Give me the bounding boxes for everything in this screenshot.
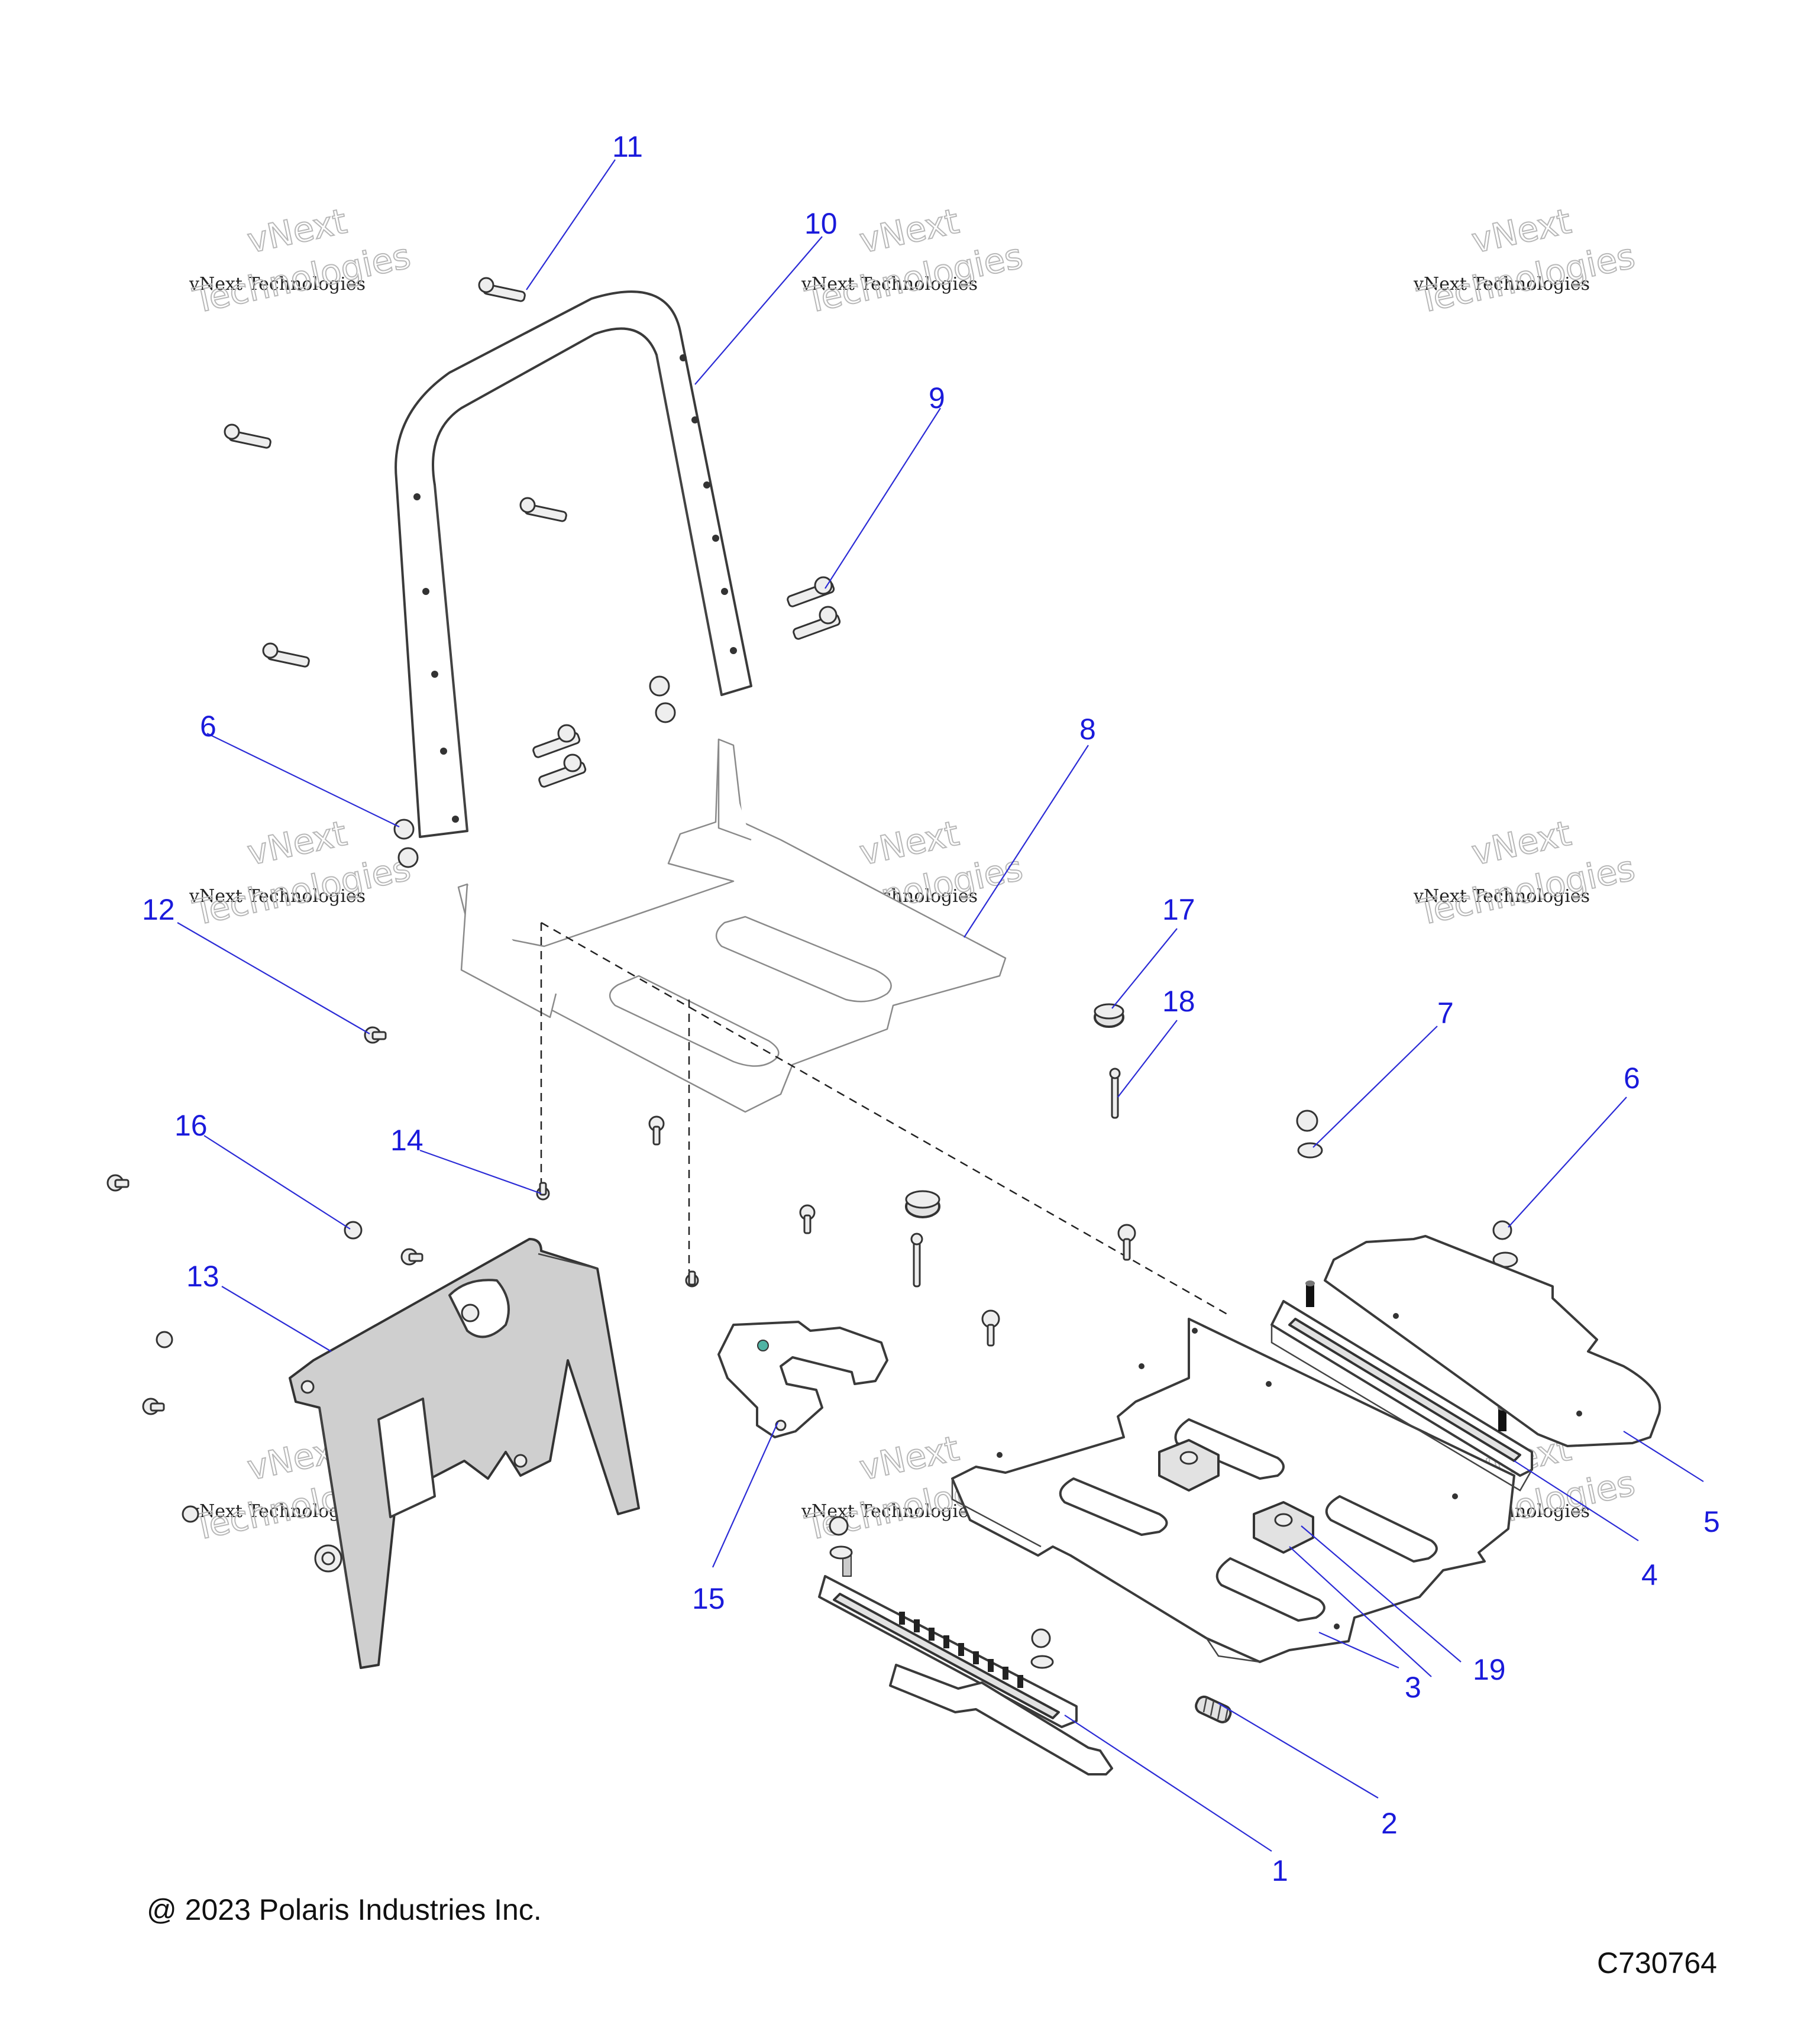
drawing-number: C730764 [1597,1946,1717,1980]
nut [156,1331,173,1348]
callout-10: 10 [804,207,838,240]
bolt [224,423,271,449]
callout-8: 8 [1079,713,1096,746]
watermark: vNext vNext Technologies Technologies [1413,813,1639,934]
watermark: vNext vNext Technologies Technologies [189,813,415,934]
alignment-lines [540,921,1231,1317]
svg-text:vNext Technologies: vNext Technologies [1413,886,1590,907]
callout-11: 11 [612,130,643,163]
svg-text:vNext Technologies: vNext Technologies [801,274,978,295]
callout-15: 15 [692,1582,725,1615]
nut [1030,1628,1054,1669]
callout-4: 4 [1641,1558,1658,1592]
bolts-group-upper [224,277,841,868]
callout-14: 14 [390,1124,423,1157]
screw-12 [364,1026,387,1044]
leader-lines [177,159,1704,1852]
lower-seat-base [951,1318,1515,1663]
callout-18: 18 [1162,985,1195,1018]
nut-7 [1296,1110,1323,1159]
screw [648,1115,665,1146]
rivet-18 [1109,1068,1121,1119]
nut [649,675,676,723]
callout-12: 12 [142,893,175,926]
rail-stud [1305,1280,1315,1307]
callout-7: 7 [1437,997,1454,1030]
bolt-11 [478,277,526,302]
callout-13: 13 [186,1260,219,1293]
screw [1117,1224,1136,1261]
bolt [519,497,567,522]
screw [106,1174,130,1192]
callout-9: 9 [929,381,945,415]
spring [1195,1695,1232,1723]
bolt [262,642,310,668]
copyright-notice: @ 2023 Polaris Industries Inc. [147,1893,542,1926]
bolt-9a [787,576,835,607]
upper-seat-pan [457,738,1007,1113]
rubber-bumper-17 [1094,1003,1124,1028]
watermark: vNext vNext Technologies Technologies [801,200,1027,322]
right-cover-plate [1324,1235,1661,1447]
nut-6a [393,819,419,868]
fasteners-left [106,1026,423,1523]
callout-labels: 11 10 9 8 6 12 17 18 7 6 16 14 13 15 3 1… [142,130,1720,1887]
callout-16: 16 [174,1109,208,1142]
rivet [910,1233,923,1288]
watermark-line2: vNext Technologies [189,274,366,295]
svg-text:vNext Technologies: vNext Technologies [801,1501,978,1522]
callout-2: 2 [1381,1807,1398,1840]
screw [799,1204,816,1234]
bolt [532,724,581,758]
side-bracket [289,1238,640,1669]
callout-1: 1 [1272,1854,1288,1887]
nut [182,1505,199,1523]
svg-text:vNext Technologies: vNext Technologies [1413,274,1590,295]
callout-6b: 6 [1624,1062,1640,1095]
callout-3: 3 [1405,1671,1421,1704]
watermark: vNext vNext Technologies Technologies [189,200,415,322]
rail-teeth [899,1612,1023,1688]
frame-holes [413,354,737,823]
left-slide-rail [818,1516,1113,1775]
screw [142,1398,165,1415]
fasteners-middle [536,1003,1518,1347]
callout-5: 5 [1703,1505,1720,1538]
small-bracket [717,1321,888,1438]
bolt-9b [793,606,841,640]
svg-text:vNext Technologies: vNext Technologies [189,886,366,907]
callout-19: 19 [1473,1653,1506,1686]
seat-back-frame [395,290,752,838]
nut [829,1516,853,1560]
screw [981,1309,1000,1347]
screw [400,1248,423,1266]
bolt [538,753,587,788]
rubber-bumper [905,1190,940,1218]
nut-6b [1492,1220,1518,1268]
screw-14 [536,1182,550,1201]
watermark: vNext vNext Technologies Technologies [1413,200,1639,322]
callout-6a: 6 [200,710,216,743]
screw [685,1270,699,1288]
nut-16 [344,1221,363,1240]
callout-17: 17 [1162,893,1195,926]
